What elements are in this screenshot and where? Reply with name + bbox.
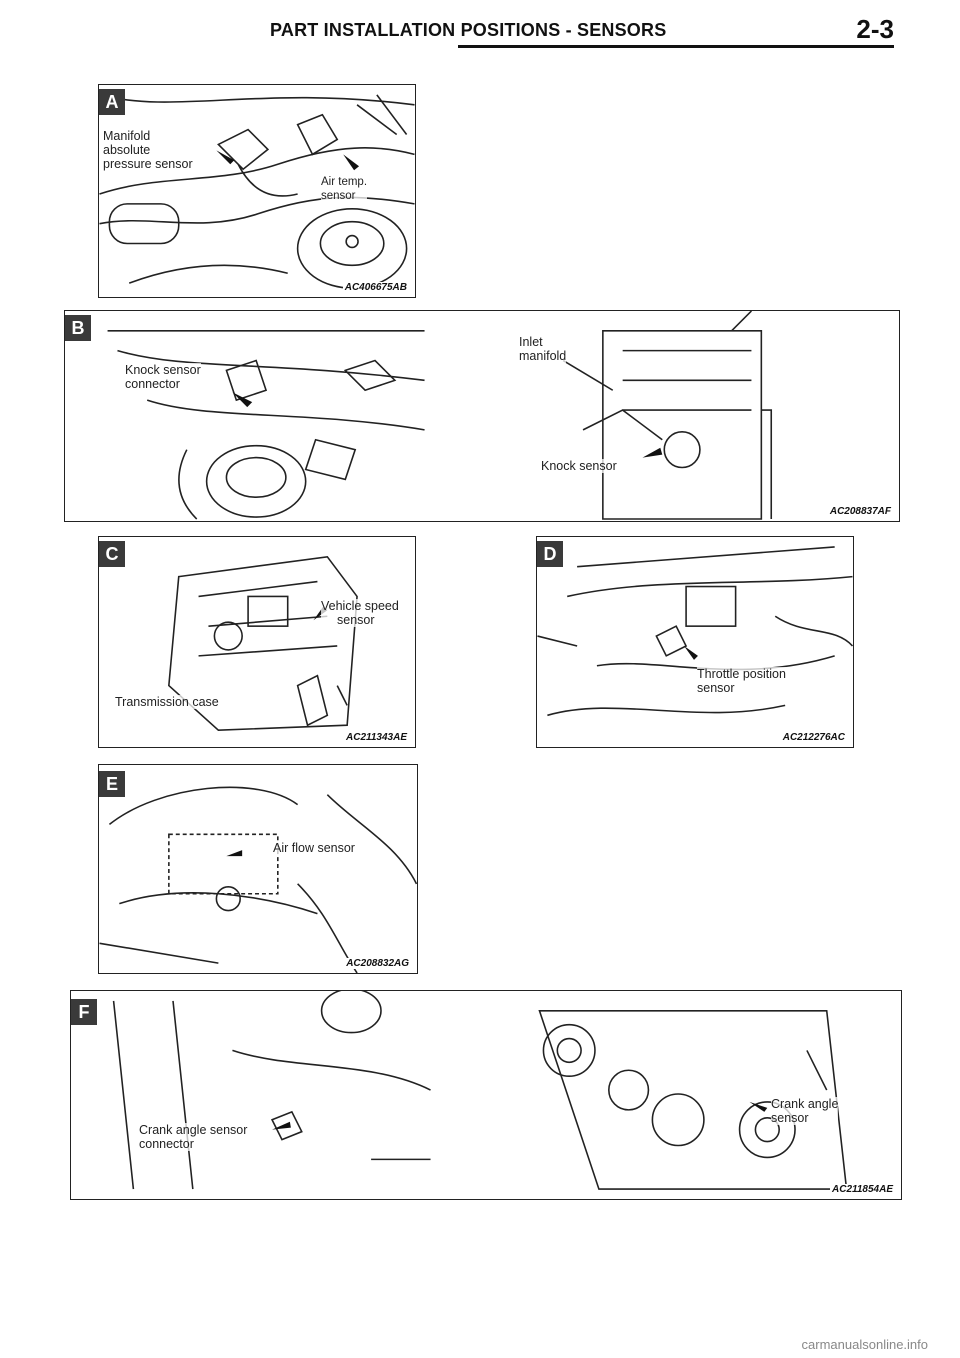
figure-label-b: B: [65, 315, 91, 341]
knock-sensor-label: Knock sensor: [541, 459, 617, 473]
engine-illustration: [537, 546, 853, 717]
figure-label-c: C: [99, 541, 125, 567]
air-flow-sensor-label: Air flow sensor: [273, 841, 355, 855]
page-title: PART INSTALLATION POSITIONS - SENSORS: [270, 20, 667, 40]
figure-e: E Air flow sensor AC208832AG: [98, 764, 418, 974]
map-sensor-label: Manifold absolute pressure sensor: [103, 129, 193, 171]
figure-d: D Throttle position sensor AC212276AC: [536, 536, 854, 748]
engine-illustration: [112, 991, 848, 1190]
air-temp-sensor-label: Air temp. sensor: [321, 175, 368, 203]
engine-illustration: [107, 311, 773, 520]
figure-code: AC211854AE: [830, 1184, 895, 1195]
figure-c: C Vehicle speed sensor Transmission case…: [98, 536, 416, 748]
inlet-manifold-label: Inlet manifold: [519, 335, 567, 363]
figure-b: B Knock sensor connector Inlet manifold …: [64, 310, 900, 522]
transmission-case-label: Transmission case: [115, 695, 219, 709]
crank-angle-sensor-label: Crank angle sensor: [771, 1097, 839, 1125]
figure-label-e: E: [99, 771, 125, 797]
knock-sensor-connector-label: Knock sensor connector: [125, 363, 201, 391]
engine-illustration: [99, 94, 415, 289]
crank-angle-sensor-connector-label: Crank angle sensor connector: [139, 1123, 248, 1151]
page-number: 2-3: [856, 14, 894, 44]
figure-code: AC406675AB: [342, 282, 409, 293]
header-rule: [458, 45, 894, 48]
figure-f: F Crank angle sensor connector Crank ang…: [70, 990, 902, 1200]
vehicle-speed-sensor-label: Vehicle speed sensor: [321, 599, 399, 627]
figure-label-d: D: [537, 541, 563, 567]
figure-label-f: F: [71, 999, 97, 1025]
transmission-illustration: [168, 555, 358, 731]
engine-illustration: [99, 786, 417, 973]
figure-label-a: A: [99, 89, 125, 115]
figure-code: AC208832AG: [344, 958, 411, 969]
figure-code: AC212276AC: [780, 732, 847, 743]
figure-code: AC208837AF: [827, 506, 893, 517]
figure-code: AC211343AE: [344, 732, 409, 743]
watermark: carmanualsonline.info: [801, 1337, 928, 1352]
throttle-position-sensor-label: Throttle position sensor: [697, 667, 786, 695]
figure-a: A Manifold absolute pressure sensor Air …: [98, 84, 416, 298]
